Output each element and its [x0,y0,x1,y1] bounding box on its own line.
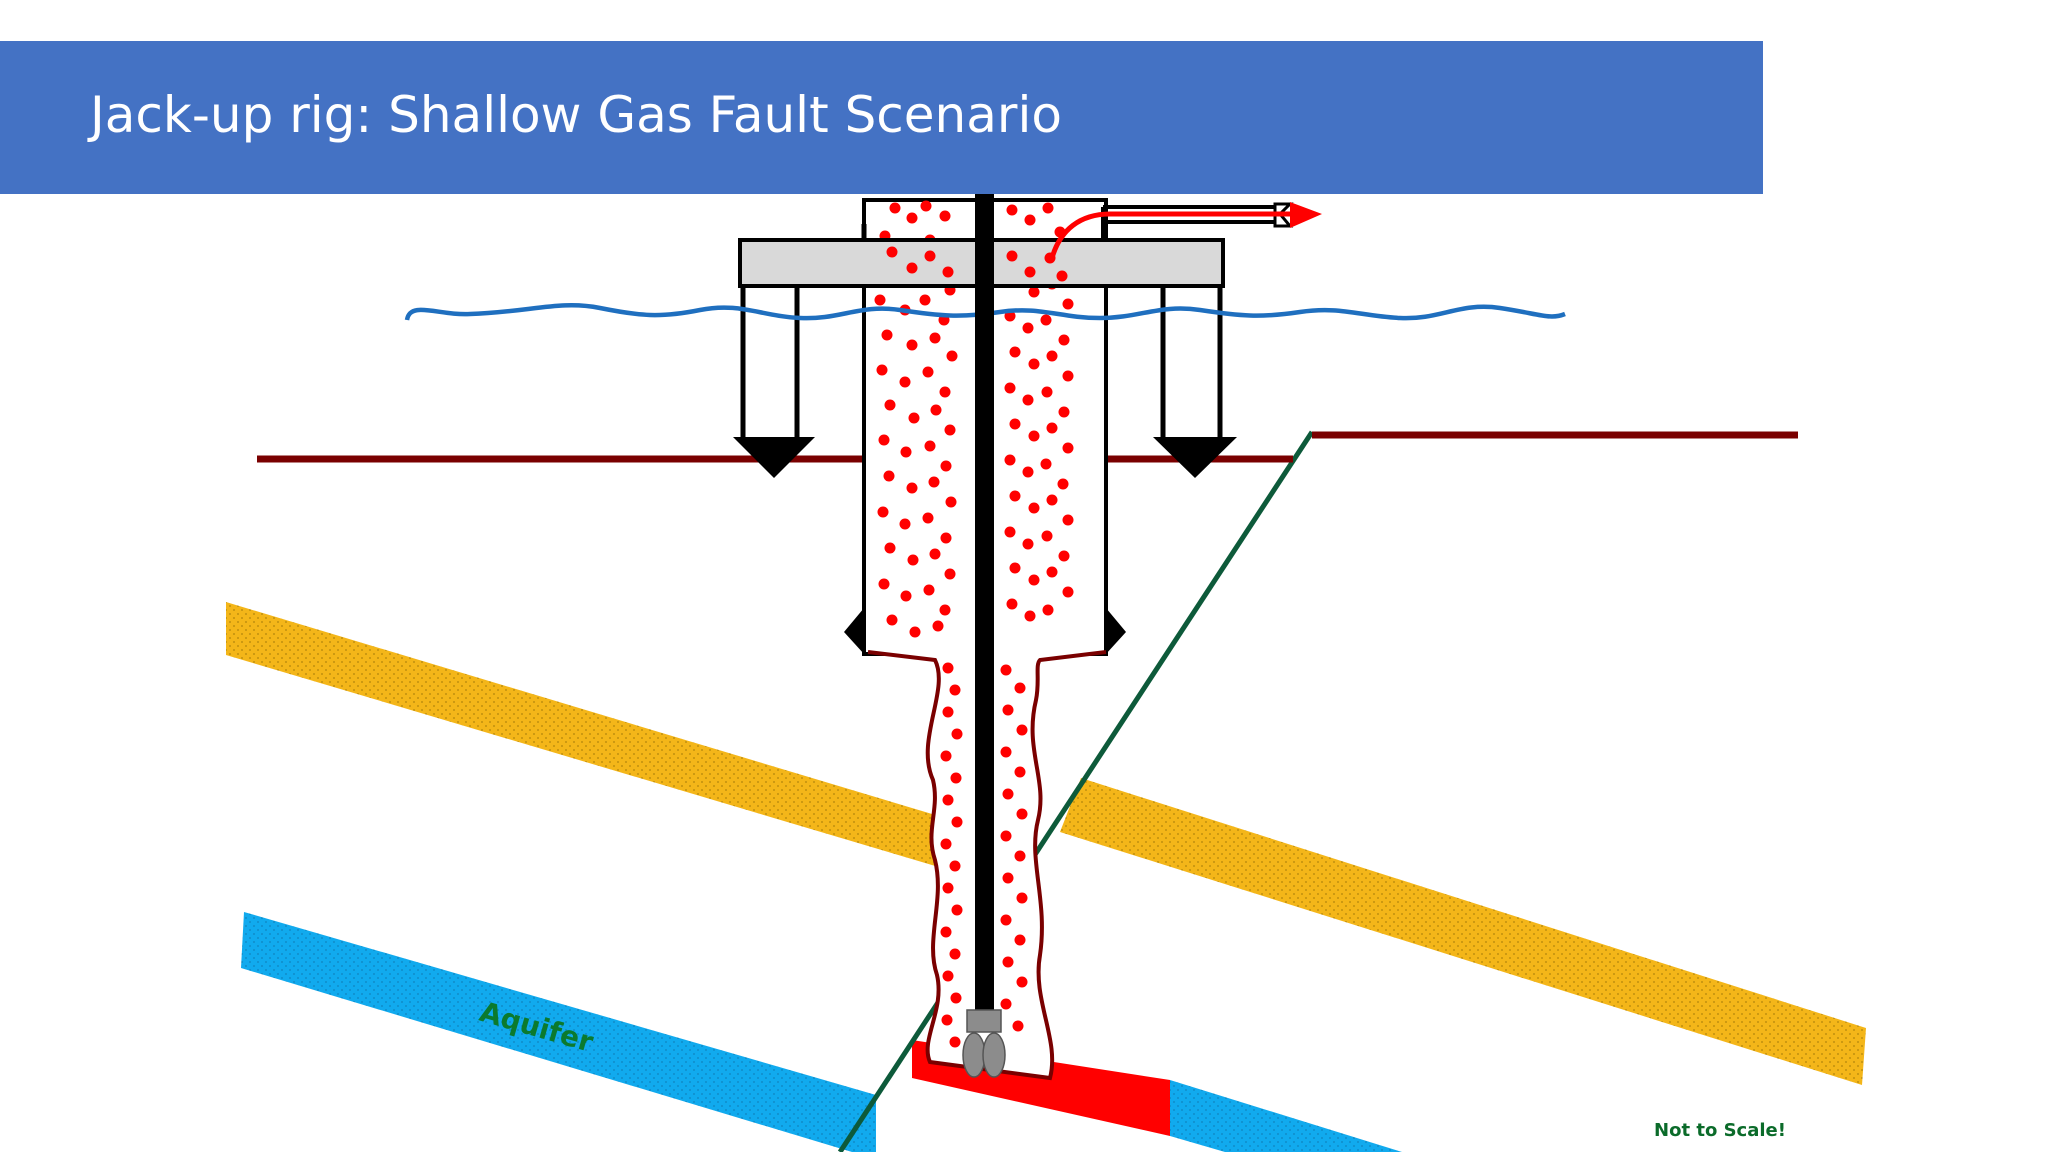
diverter-line [1101,202,1294,240]
slide-title: Jack-up rig: Shallow Gas Fault Scenario [90,86,1062,144]
fault-line [837,430,1315,1152]
sand-layer [226,602,1866,1085]
scale-note: Not to Scale! [1654,1120,1786,1141]
red-flow-arrow-icon [1049,202,1322,259]
drill-bit-icon [962,1009,1006,1078]
drill-string [975,194,994,1010]
aquifer-layer [241,912,1402,1152]
gas-bubbles-over-deck [886,246,1068,282]
casing-shoe-right [1106,608,1126,654]
spud-cans [733,437,1237,478]
sea-surface [404,303,1566,321]
casing-shoe-left [844,608,864,654]
title-bar: Jack-up rig: Shallow Gas Fault Scenario [0,41,1763,194]
